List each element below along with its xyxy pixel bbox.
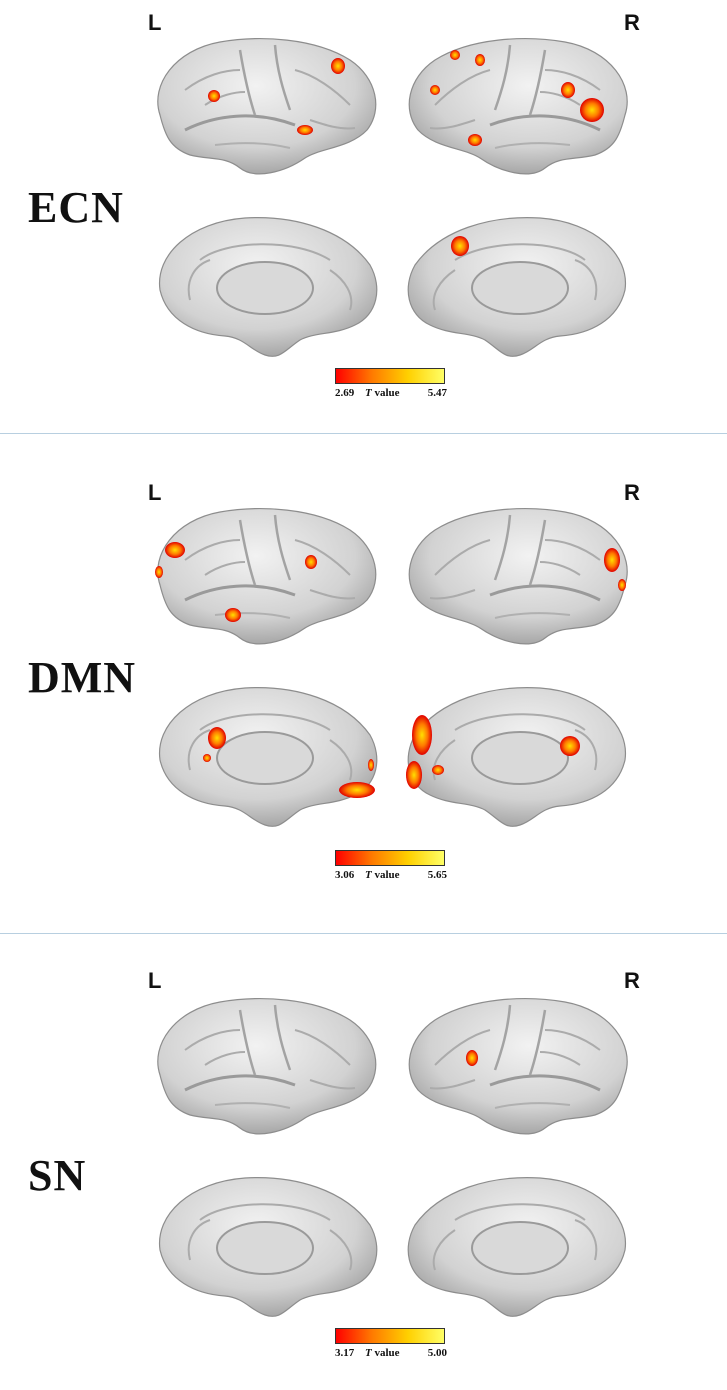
activation-blob xyxy=(297,125,313,135)
brain-lateral-right xyxy=(400,20,640,190)
activation-blob xyxy=(561,82,575,98)
activation-blob xyxy=(203,754,211,762)
activation-blob xyxy=(430,85,440,95)
brain-lateral-left xyxy=(155,490,385,660)
activation-blob xyxy=(155,566,163,578)
brain-medial-left xyxy=(145,670,385,840)
network-label-sn: SN xyxy=(28,1151,87,1200)
activation-blob xyxy=(208,727,226,749)
panel-sn: L R SN 3.17 T value 5.00 xyxy=(0,950,727,1390)
left-hemisphere-label: L xyxy=(148,480,162,505)
right-hemisphere-label: R xyxy=(624,10,640,35)
scale-min: 3.06 xyxy=(335,869,355,881)
scale-min: 2.69 xyxy=(335,387,355,399)
divider xyxy=(0,933,727,934)
color-gradient xyxy=(335,368,445,384)
activation-blob xyxy=(468,134,482,146)
panel-ecn: L R ECN 2.69 T value 5.47 xyxy=(0,0,727,440)
activation-blob xyxy=(339,782,375,798)
brain-medial-right xyxy=(400,200,640,370)
activation-blob xyxy=(475,54,485,66)
t-symbol: T xyxy=(365,1347,372,1359)
divider xyxy=(0,433,727,434)
activation-blob xyxy=(412,715,432,755)
brain-lateral-right xyxy=(400,490,640,660)
t-symbol: T xyxy=(365,387,372,399)
scale-max: 5.00 xyxy=(427,1347,447,1359)
color-scale-bar: 2.69 T value 5.47 xyxy=(335,368,447,406)
t-word: value xyxy=(374,387,400,399)
activation-blob xyxy=(331,58,345,74)
brain-medial-left xyxy=(145,1160,385,1330)
color-gradient xyxy=(335,850,445,866)
activation-blob xyxy=(305,555,317,569)
left-hemisphere-label: L xyxy=(148,10,162,35)
scale-max: 5.47 xyxy=(427,387,447,399)
activation-blob xyxy=(225,608,241,622)
t-word: value xyxy=(374,1347,400,1359)
activation-blob xyxy=(618,579,626,591)
activation-blob xyxy=(580,98,604,122)
activation-blob xyxy=(208,90,220,102)
brain-lateral-right xyxy=(400,980,640,1150)
activation-blob xyxy=(406,761,422,789)
activation-blob xyxy=(466,1050,478,1066)
scale-title: T value xyxy=(365,387,400,399)
network-label-dmn: DMN xyxy=(28,653,137,702)
activation-blob xyxy=(450,50,460,60)
panel-dmn: L R DMN 3.06 T value 5.65 xyxy=(0,470,727,910)
color-scale-bar: 3.06 T value 5.65 xyxy=(335,850,447,888)
activation-blob xyxy=(604,548,620,572)
activation-blob xyxy=(451,236,469,256)
left-hemisphere-label: L xyxy=(148,968,162,993)
t-word: value xyxy=(374,869,400,881)
scale-min: 3.17 xyxy=(335,1347,355,1359)
scale-max: 5.65 xyxy=(427,869,447,881)
color-gradient xyxy=(335,1328,445,1344)
brain-medial-right xyxy=(406,670,640,840)
activation-blob xyxy=(432,765,444,775)
color-scale-bar: 3.17 T value 5.00 xyxy=(335,1328,447,1366)
network-label-ecn: ECN xyxy=(28,183,124,232)
t-symbol: T xyxy=(365,869,372,881)
brain-lateral-left xyxy=(145,20,385,190)
scale-title: T value xyxy=(365,869,400,881)
scale-title: T value xyxy=(365,1347,400,1359)
activation-blob xyxy=(165,542,185,558)
right-hemisphere-label: R xyxy=(624,968,640,993)
brain-medial-right xyxy=(400,1160,640,1330)
activation-blob xyxy=(560,736,580,756)
brain-lateral-left xyxy=(145,980,385,1150)
brain-medial-left xyxy=(145,200,385,370)
activation-blob xyxy=(368,759,374,771)
right-hemisphere-label: R xyxy=(624,480,640,505)
